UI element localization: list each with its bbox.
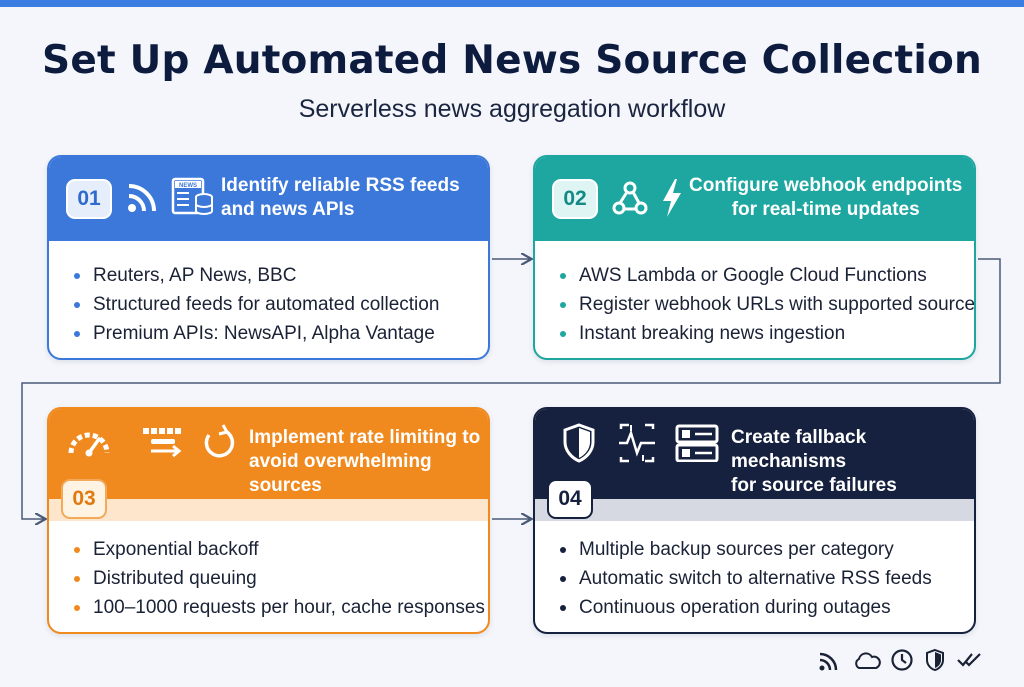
step-3-divider [49,499,488,521]
connector-2-3 [21,258,1001,519]
step-2-header: 02 Configure webhook endpoints for real-… [535,157,974,241]
list-item: 100–1000 requests per hour, cache respon… [71,593,485,622]
step-2-number: 02 [552,179,598,219]
lightning-icon [663,179,681,217]
step-3-number: 03 [61,479,107,519]
step-1-body: Reuters, AP News, BBC Structured feeds f… [49,241,488,358]
step-4-heading: Create fallback mechanisms for source fa… [731,427,897,496]
list-item: Continuous operation during outages [557,593,932,622]
page-subtitle: Serverless news aggregation workflow [298,95,726,123]
page-title: Set Up Automated News Source Collection [42,38,982,83]
list-item: Reuters, AP News, BBC [71,261,439,290]
list-item: Exponential backoff [71,535,485,564]
footer-icon-row [818,648,988,674]
step-2-heading: Configure webhook endpoints for real-tim… [689,175,963,220]
webhook-icon [612,181,648,215]
server-icon [675,424,719,462]
step-3-body: Exponential backoff Distributed queuing … [49,521,488,632]
step-4-header: Create fallback mechanisms for source fa… [535,409,974,499]
step-4-divider [535,499,974,521]
list-item: Automatic switch to alternative RSS feed… [557,564,932,593]
step-1-heading: Identify reliable RSS feeds and news API… [221,175,460,220]
step-4-body: Multiple backup sources per category Aut… [535,521,974,632]
step-card-2: 02 Configure webhook endpoints for real-… [533,155,976,360]
clock-icon [891,649,913,671]
shield-icon [926,648,944,672]
list-item: Structured feeds for automated collectio… [71,290,439,319]
step-4-number: 04 [547,479,593,519]
svg-text:NEWS: NEWS [179,183,197,189]
step-card-4: Create fallback mechanisms for source fa… [533,407,976,634]
rss-icon [128,184,156,212]
queue-icon [143,428,182,458]
step-1-number: 01 [66,179,112,219]
top-accent-bar [0,0,1024,7]
list-item: Multiple backup sources per category [557,535,932,564]
cloud-icon [855,652,881,669]
list-item: Register webhook URLs with supported sou… [557,290,974,319]
shield-icon [563,423,595,463]
step-2-body: AWS Lambda or Google Cloud Functions Reg… [535,241,974,358]
step-card-3: Implement rate limiting to avoid overwhe… [47,407,490,634]
list-item: Instant breaking news ingestion [557,319,974,348]
list-item: Distributed queuing [71,564,485,593]
list-item: AWS Lambda or Google Cloud Functions [557,261,974,290]
step-1-header: 01 NEWS Identify reliable RSS feeds and … [49,157,488,241]
newspaper-database-icon: NEWS [171,177,213,215]
gauge-icon [68,432,110,457]
double-check-icon [957,653,981,667]
rss-icon [819,652,838,671]
step-card-1: 01 NEWS Identify reliable RSS feeds and … [47,155,490,360]
switch-icon [619,423,655,463]
step-3-heading: Implement rate limiting to avoid overwhe… [249,427,481,496]
list-item: Premium APIs: NewsAPI, Alpha Vantage [71,319,439,348]
retry-icon [204,424,235,458]
step-3-header: Implement rate limiting to avoid overwhe… [49,409,488,499]
